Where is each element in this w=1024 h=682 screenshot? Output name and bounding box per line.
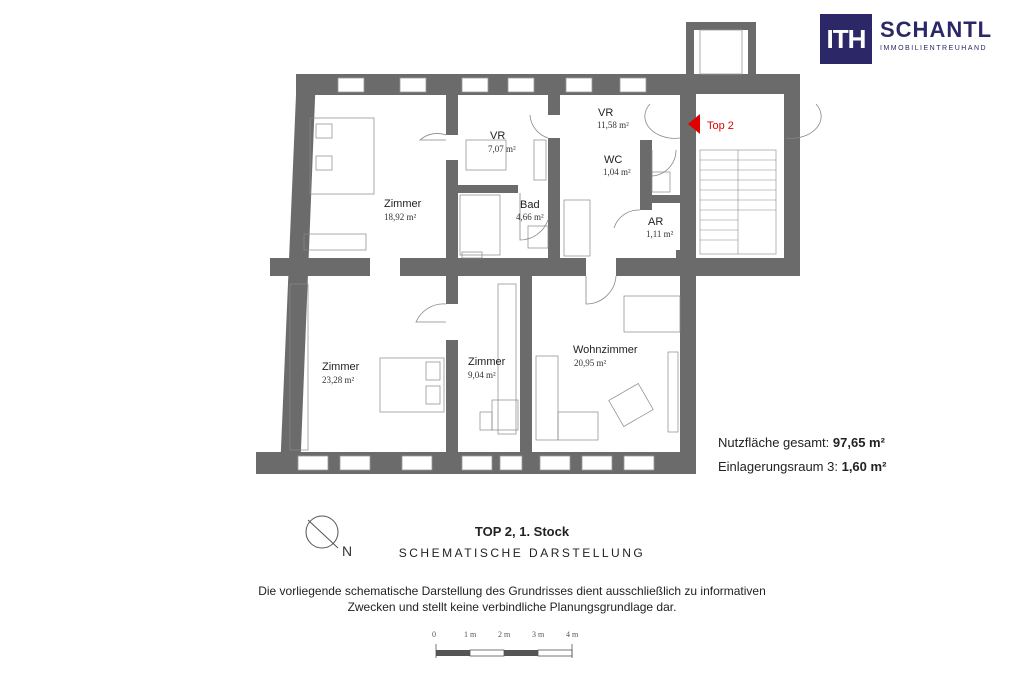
room-label-zimmer-1: Zimmer 18,92 m² [384,198,422,222]
compass: N [305,515,352,559]
room-label-wc: WC 1,04 m² [603,154,631,177]
room-area: 9,04 m² [468,370,496,380]
room-label-vr-2: VR 11,58 m² [597,107,629,130]
room-label-zimmer-2: Zimmer 23,28 m² [322,361,360,385]
scale-bar: 0 1 m 2 m 3 m 4 m [432,630,579,658]
brand: SCHANTL IMMOBILIENTREUHAND [880,17,993,53]
total-area-value: 97,65 m² [832,435,885,450]
room-area: 23,28 m² [322,375,355,385]
room-label-zimmer-3: Zimmer 9,04 m² [468,356,506,380]
interior-walls [270,95,686,454]
room-label-ar: AR 1,11 m² [646,216,674,239]
room-area: 4,66 m² [516,212,544,222]
scale-tick-0: 0 [432,630,436,639]
room-name: VR [598,107,613,119]
disclaimer-line-1: Die vorliegende schematische Darstellung… [258,584,766,598]
storage-area-label: Einlagerungsraum 3: [718,459,838,474]
brand-logo: ITH [820,14,872,64]
room-area: 18,92 m² [384,212,417,222]
room-label-vr-1: VR 7,07 m² [488,130,516,154]
total-area-label: Nutzfläche gesamt: [718,435,830,450]
room-name: Zimmer [322,361,360,373]
entrance-arrow-icon [688,114,700,134]
room-name: Zimmer [468,356,506,368]
brand-name: SCHANTL [880,17,993,42]
room-name: Wohnzimmer [573,344,638,356]
room-area: 11,58 m² [597,120,629,130]
entrance-marker: Top 2 [688,114,734,134]
disclaimer-line-2: Zwecken und stellt keine verbindliche Pl… [347,600,677,614]
storage-area-value: 1,60 m² [841,459,887,474]
room-label-bad: Bad 4,66 m² [516,199,544,222]
room-name: AR [648,216,663,228]
compass-circle-icon [305,515,339,549]
total-area-stat: Nutzfläche gesamt: 97,65 m² [718,435,885,450]
room-name: Zimmer [384,198,422,210]
scale-tick-3: 3 m [532,630,545,639]
room-label-wohnzimmer: Wohnzimmer 20,95 m² [573,344,638,368]
plan-subtitle: SCHEMATISCHE DARSTELLUNG [398,546,646,560]
room-area: 20,95 m² [574,358,607,368]
room-name: Bad [520,199,540,211]
furniture [289,117,681,451]
scale-tick-1: 1 m [464,630,477,639]
scale-tick-4: 4 m [566,630,579,639]
plan-title: TOP 2, 1. Stock [474,524,570,539]
door-swings [415,103,822,323]
room-area: 1,04 m² [603,167,631,177]
entrance-label: Top 2 [707,120,734,132]
staircase [699,149,777,255]
brand-subtitle: IMMOBILIENTREUHAND [880,45,988,52]
room-name: WC [604,154,622,166]
storage-area-stat: Einlagerungsraum 3: 1,60 m² [718,459,886,474]
room-area: 7,07 m² [488,144,516,154]
room-name: VR [490,130,505,142]
room-area: 1,11 m² [646,229,674,239]
scale-tick-2: 2 m [498,630,511,639]
disclaimer: Die vorliegende schematische Darstellung… [0,583,1024,615]
compass-north-label: N [342,543,352,559]
windows [297,29,743,471]
